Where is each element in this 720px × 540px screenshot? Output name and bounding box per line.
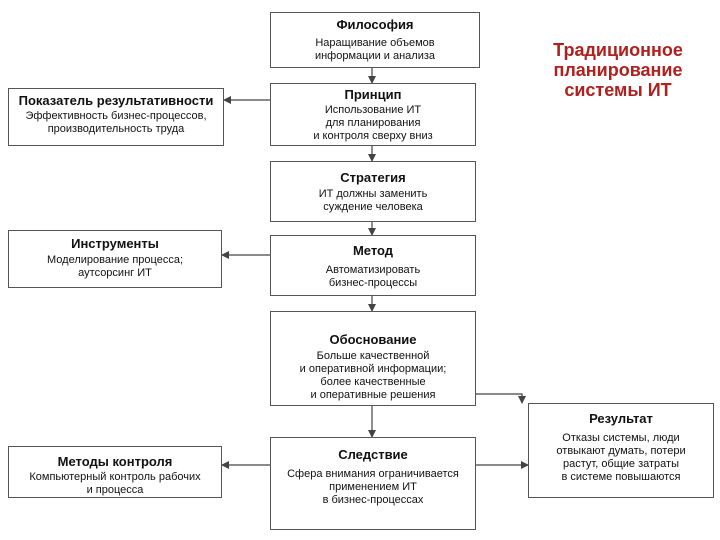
- box-rationale-body: Больше качественной и оперативной информ…: [299, 350, 447, 401]
- box-consequence-body: Сфера внимания ограничивается применение…: [287, 468, 459, 506]
- box-philosophy: Философия Наращивание объемов информации…: [270, 12, 480, 68]
- box-result-title: Результат: [589, 411, 653, 426]
- box-performance-body: Эффективность бизнес-процессов, производ…: [25, 110, 207, 135]
- box-principle-title: Принцип: [344, 87, 402, 102]
- box-strategy: Стратегия ИТ должны заменить суждение че…: [270, 161, 476, 222]
- box-rationale-title: Обоснование: [329, 332, 417, 347]
- box-tools-title: Инструменты: [71, 236, 159, 251]
- box-control: Методы контроля Компьютерный контроль ра…: [8, 446, 222, 498]
- box-control-body: Компьютерный контроль рабочих и процесса: [29, 471, 201, 496]
- diagram-heading: Традиционное планирование системы ИТ: [553, 40, 683, 100]
- box-performance-title: Показатель результативности: [18, 93, 214, 108]
- box-philosophy-body: Наращивание объемов информации и анализа: [314, 37, 436, 62]
- box-principle-body: Использование ИТ для планирования и конт…: [313, 104, 433, 142]
- box-consequence: Следствие Сфера внимания ограничивается …: [270, 437, 476, 530]
- box-control-title: Методы контроля: [57, 454, 173, 469]
- box-rationale: Обоснование Больше качественной и операт…: [270, 311, 476, 406]
- box-principle: Принцип Использование ИТ для планировани…: [270, 83, 476, 146]
- box-strategy-body: ИТ должны заменить суждение человека: [318, 188, 428, 213]
- box-tools-body: Моделирование процесса; аутсорсинг ИТ: [46, 254, 184, 279]
- box-performance: Показатель результативности Эффективност…: [8, 88, 224, 146]
- box-strategy-title: Стратегия: [340, 170, 406, 185]
- box-result-body: Отказы системы, люди отвыкают думать, по…: [556, 432, 686, 483]
- box-consequence-title: Следствие: [338, 447, 408, 462]
- box-method-body: Автоматизировать бизнес-процессы: [325, 264, 421, 289]
- box-philosophy-title: Философия: [336, 17, 414, 32]
- line-rationale-result: [476, 393, 526, 404]
- box-tools: Инструменты Моделирование процесса; аутс…: [8, 230, 222, 288]
- box-method-title: Метод: [352, 243, 394, 258]
- box-result: Результат Отказы системы, люди отвыкают …: [528, 403, 714, 498]
- box-method: Метод Автоматизировать бизнес-процессы: [270, 235, 476, 296]
